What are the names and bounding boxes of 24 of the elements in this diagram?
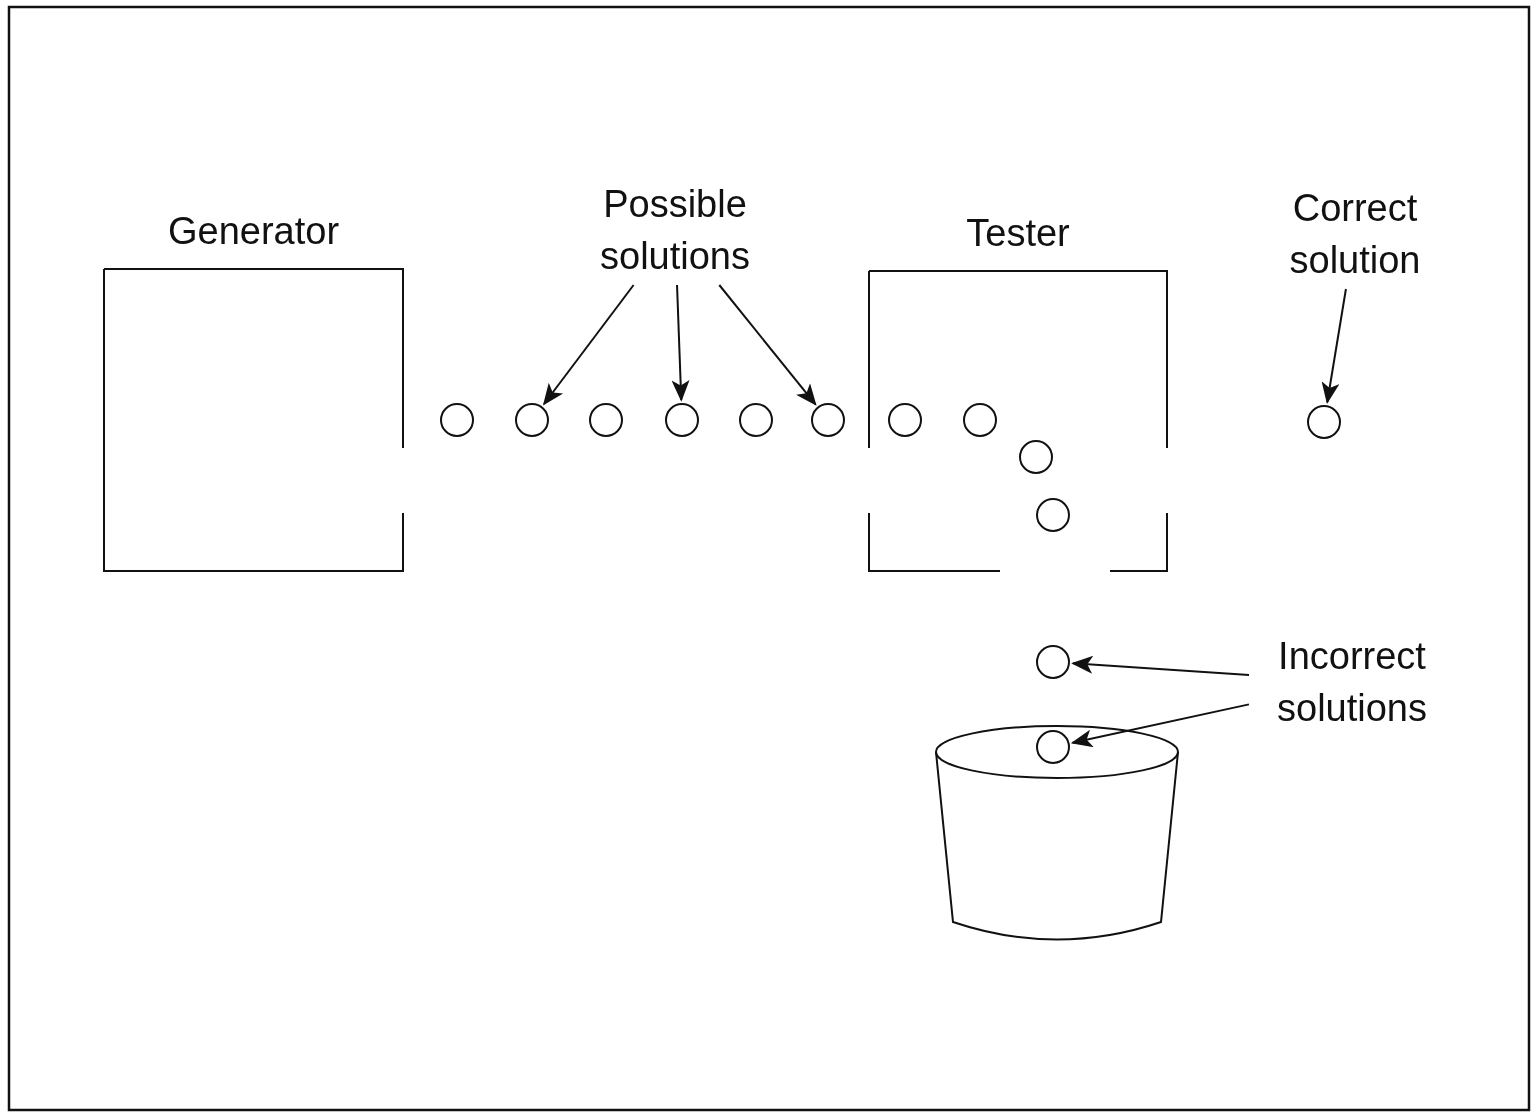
solution-circle [515,403,549,437]
callout-label: Correct solution [1262,182,1448,286]
solution-circle [1019,440,1053,474]
solution-circle [1036,645,1070,679]
box-label: Tester [965,211,1071,256]
solution-circle [1307,405,1341,439]
solution-circle [1036,730,1070,764]
box-label: Generator [166,209,341,254]
arrow [1321,288,1347,405]
solution-circle [589,403,623,437]
arrow [671,284,690,402]
solution-circle [739,403,773,437]
solution-circle [1036,498,1070,532]
arrow [1071,655,1250,677]
solution-circle [665,403,699,437]
arrow [1070,703,1250,748]
callout-label: Possible solutions [572,178,778,282]
callout-label: Incorrect solutions [1252,630,1452,734]
solution-circle [888,403,922,437]
solution-circle [811,403,845,437]
solution-circle [963,403,997,437]
arrow [718,284,817,406]
solution-circle [440,403,474,437]
arrow [542,284,635,406]
